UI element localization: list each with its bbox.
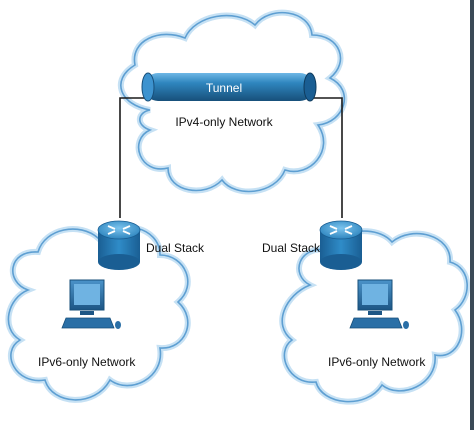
right-ipv6-cloud (279, 228, 471, 405)
router-icon (97, 220, 141, 270)
left-router-label: Dual Stack (146, 241, 205, 255)
links (119, 97, 343, 218)
right-network-label: IPv6-only Network (328, 355, 426, 369)
right-link (310, 97, 343, 218)
tunnel-pipe-icon (144, 73, 314, 101)
right-router (319, 220, 363, 270)
cloud-icon (117, 9, 348, 195)
left-router (97, 220, 141, 270)
right-router-label: Dual Stack (262, 241, 321, 255)
ipv4-cloud (117, 9, 348, 195)
left-link (119, 97, 148, 218)
left-network-label: IPv6-only Network (38, 355, 136, 369)
ipv4-network-label: IPv4-only Network (175, 115, 273, 129)
router-icon (319, 220, 363, 270)
cloud-icon (279, 228, 471, 405)
left-pc (61, 279, 121, 329)
pc-icon (61, 279, 121, 329)
right-pc (349, 279, 409, 329)
tunnel-label: Tunnel (206, 81, 242, 95)
tunnel-pipe: Tunnel (141, 72, 317, 102)
image-frame-edge (470, 0, 474, 430)
pc-icon (349, 279, 409, 329)
left-ipv6-cloud (5, 223, 191, 403)
